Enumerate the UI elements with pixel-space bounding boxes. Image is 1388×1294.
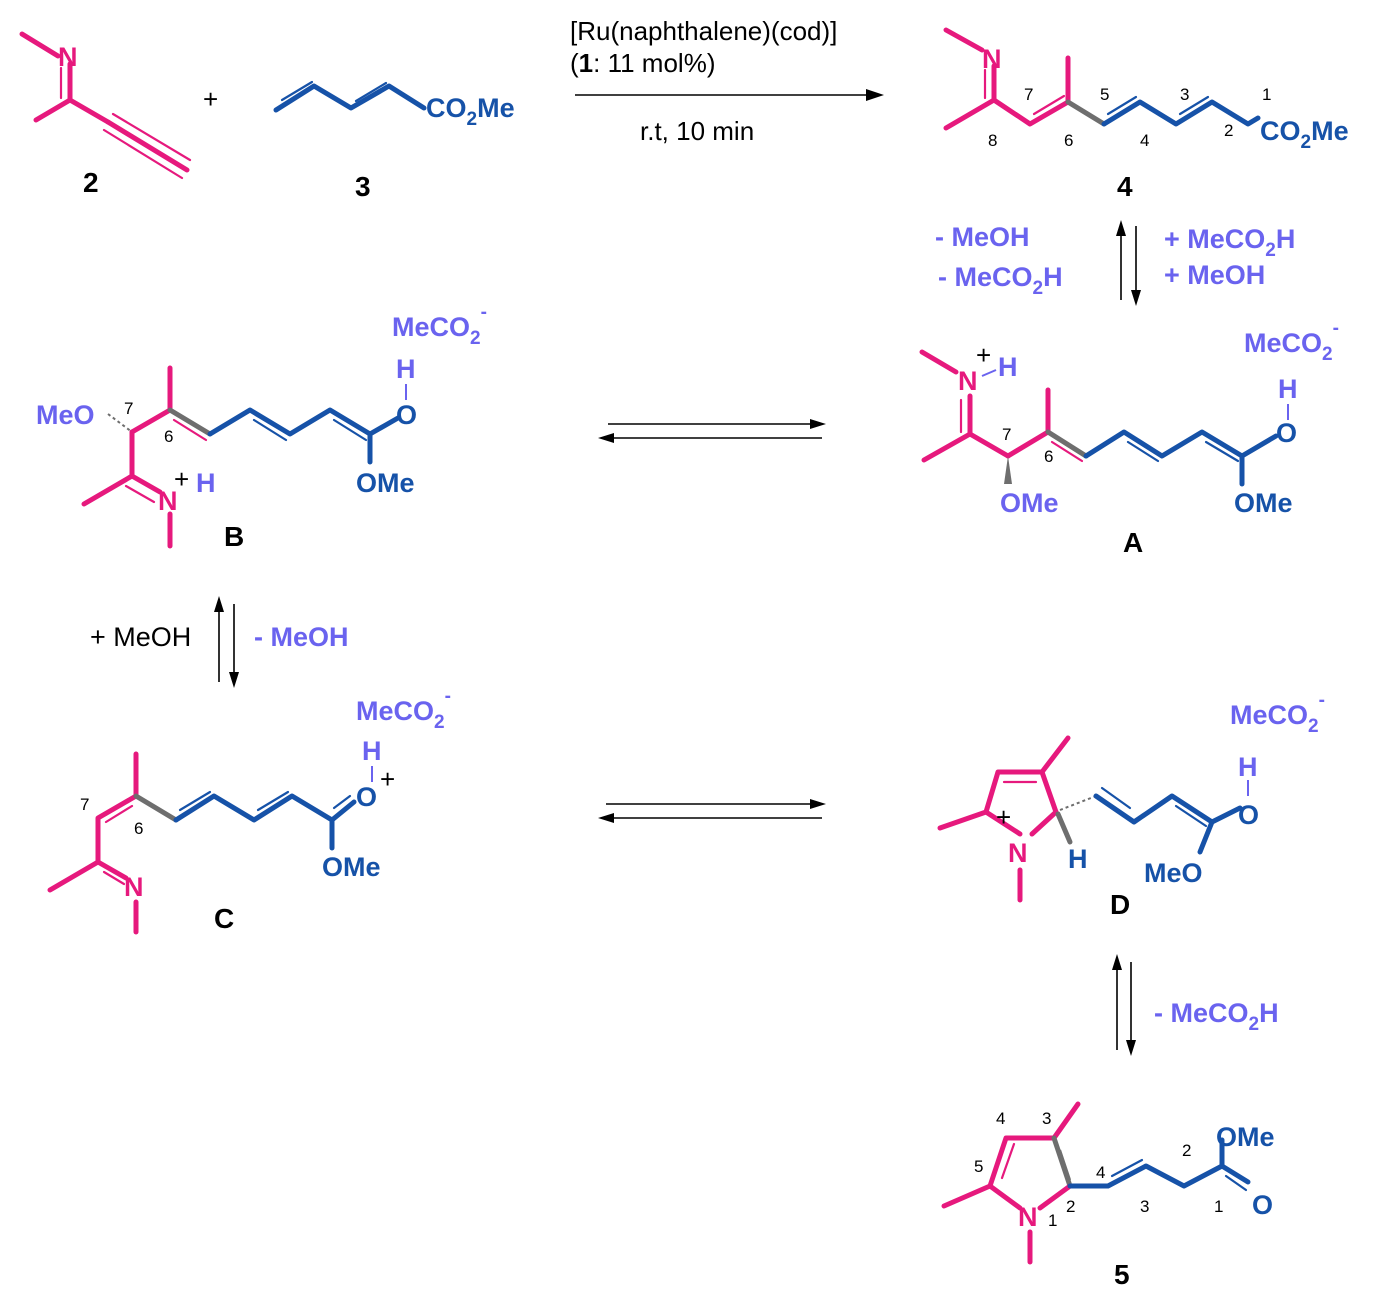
label-compound-4: 4 (1117, 171, 1133, 202)
equilibrium-D-5 (1112, 954, 1136, 1056)
atom-H: H (396, 354, 416, 384)
locant-6: 6 (134, 819, 143, 838)
atom-N: N (1018, 1202, 1038, 1232)
locant-2b: 2 (1182, 1141, 1191, 1160)
acetate-counterion: MeCO2- (1230, 690, 1325, 737)
locant-4: 4 (1140, 131, 1149, 150)
methoxy-group: OMe (356, 468, 415, 498)
atom-O: O (1276, 418, 1297, 448)
locant-6: 6 (164, 427, 173, 446)
locant-2: 2 (1224, 121, 1233, 140)
methoxy-group: OMe (1234, 488, 1293, 518)
atom-H: H (1278, 374, 1298, 404)
equilibrium-A-B (598, 419, 826, 443)
plus-sign: + (203, 84, 218, 114)
catalyst-text: [Ru(naphthalene)(cod)] (570, 16, 837, 46)
ester-group: CO2Me (1260, 116, 1349, 153)
locant-8: 8 (988, 131, 997, 150)
locant-1: 1 (1262, 85, 1271, 104)
methoxy-group: MeO (36, 400, 95, 430)
label-compound-3: 3 (355, 171, 371, 202)
locant-1: 1 (1048, 1211, 1057, 1230)
atom-O: O (396, 400, 417, 430)
positive-charge: + (996, 802, 1011, 832)
positive-charge: + (380, 764, 395, 794)
condition-minus-meco2h: - MeCO2H (1154, 998, 1279, 1035)
locant-3b: 3 (1140, 1197, 1149, 1216)
intermediate-A: MeCO2- N + H OMe O H OMe 7 6 A (919, 318, 1339, 558)
intermediate-C: MeCO2- N O + H OMe 7 6 C (47, 686, 451, 935)
locant-3: 3 (1042, 1109, 1051, 1128)
ester-group: CO2Me (426, 93, 515, 130)
atom-N: N (982, 44, 1002, 74)
equilibrium-C-D (598, 799, 826, 823)
intermediate-D: MeCO2- N + H O H MeO D (937, 690, 1325, 920)
methoxy-group: OMe (1216, 1122, 1275, 1152)
methoxy-group: OMe (1000, 488, 1059, 518)
compound-2: N 2 (19, 31, 192, 198)
atom-H: H (196, 468, 216, 498)
atom-N: N (124, 872, 144, 902)
locant-4: 4 (996, 1109, 1005, 1128)
label-compound-2: 2 (83, 167, 99, 198)
locant-3: 3 (1180, 85, 1189, 104)
atom-N: N (1008, 838, 1028, 868)
condition-minus-meoh: - MeOH (254, 622, 349, 652)
acetate-counterion: MeCO2- (392, 302, 487, 349)
locant-5: 5 (974, 1157, 983, 1176)
equilibrium-B-C (214, 596, 239, 688)
intermediate-B: MeCO2- MeO N + H O H OMe 7 6 B (36, 302, 487, 552)
locant-6: 6 (1044, 447, 1053, 466)
atom-H: H (1068, 844, 1088, 874)
condition-plus-meco2h: + MeCO2H (1164, 224, 1295, 261)
acetate-counterion: MeCO2- (1244, 318, 1339, 365)
compound-5: N O OMe 1 2 3 4 5 4 3 2 1 5 (941, 1101, 1275, 1290)
label-intermediate-D: D (1110, 889, 1130, 920)
methoxy-group: OMe (322, 852, 381, 882)
acetate-counterion: MeCO2- (356, 686, 451, 733)
locant-7: 7 (80, 795, 89, 814)
condition-plus-meoh: + MeOH (90, 622, 191, 652)
atom-N: N (958, 366, 978, 396)
positive-charge: + (976, 340, 991, 370)
atom-O: O (356, 782, 377, 812)
condition-minus-meoh: - MeOH (935, 222, 1030, 252)
conditions-text: r.t, 10 min (640, 116, 754, 146)
locant-7: 7 (1002, 425, 1011, 444)
label-compound-5: 5 (1114, 1259, 1130, 1290)
locant-4b: 4 (1096, 1163, 1105, 1182)
atom-N: N (158, 486, 178, 516)
catalyst-loading: (1: 11 mol%) (570, 48, 715, 78)
atom-H: H (998, 352, 1018, 382)
locant-7: 7 (1024, 85, 1033, 104)
compound-4: N CO2Me 1 2 3 4 5 6 7 8 4 (943, 27, 1349, 202)
positive-charge: + (174, 464, 189, 494)
atom-H: H (1238, 752, 1258, 782)
condition-plus-meoh: + MeOH (1164, 260, 1265, 290)
locant-1b: 1 (1214, 1197, 1223, 1216)
atom-N: N (58, 42, 78, 72)
locant-2: 2 (1066, 1197, 1075, 1216)
equilibrium-4-A (1116, 220, 1141, 306)
methoxy-group: MeO (1144, 858, 1203, 888)
label-intermediate-C: C (214, 903, 234, 934)
locant-6: 6 (1064, 131, 1073, 150)
label-intermediate-B: B (224, 521, 244, 552)
atom-O: O (1238, 800, 1259, 830)
locant-5: 5 (1100, 85, 1109, 104)
atom-H: H (362, 736, 382, 766)
atom-O: O (1252, 1190, 1273, 1220)
compound-3: CO2Me 3 (273, 80, 515, 202)
locant-7: 7 (124, 399, 133, 418)
condition-minus-meco2h: - MeCO2H (938, 262, 1063, 299)
label-intermediate-A: A (1123, 527, 1143, 558)
